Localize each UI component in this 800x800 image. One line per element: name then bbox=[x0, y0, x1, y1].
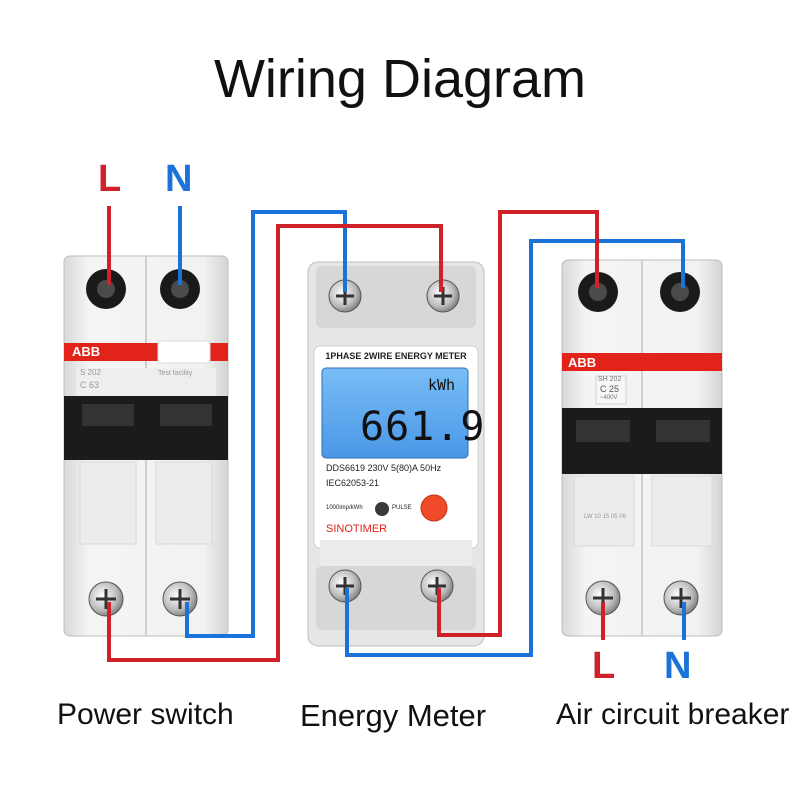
toggle-lever[interactable] bbox=[82, 404, 134, 426]
air-circuit-breaker-caption: Air circuit breaker bbox=[556, 698, 790, 731]
meter-reading: 661.9 bbox=[360, 404, 486, 450]
switch-to-meter-live bbox=[107, 224, 443, 662]
energy-meter-caption: Energy Meter bbox=[300, 698, 487, 733]
meter-to-breaker-neutral bbox=[345, 239, 685, 657]
rating-label-area bbox=[76, 368, 216, 396]
energy-meter bbox=[307, 261, 485, 647]
meter-button[interactable] bbox=[420, 494, 448, 522]
pulse-led bbox=[375, 502, 389, 516]
input-neutral-label: N bbox=[165, 158, 193, 200]
rating-label-area bbox=[595, 375, 627, 405]
terminal-screw bbox=[171, 280, 189, 298]
meter-spec-line1: DDS6619 230V 5(80)A 50Hz bbox=[326, 463, 442, 473]
label-window bbox=[157, 340, 211, 364]
abb-band bbox=[562, 353, 722, 371]
lower-panel bbox=[155, 461, 213, 545]
meter-unit: kWh bbox=[428, 376, 456, 394]
power-switch bbox=[63, 255, 229, 637]
input-live-label: L bbox=[98, 158, 122, 200]
lower-panel bbox=[651, 475, 713, 547]
screw-slot bbox=[96, 589, 116, 609]
terminal-screw bbox=[589, 283, 607, 301]
power-switch-test-label: Test facility bbox=[158, 370, 193, 377]
lower-panel bbox=[573, 475, 635, 547]
breaker-rating: C 25 bbox=[600, 384, 620, 394]
breaker-code: LW 10 15 05 06 bbox=[584, 514, 626, 520]
meter-to-breaker-live bbox=[437, 210, 599, 637]
meter-header: 1PHASE 2WIRE ENERGY METER bbox=[325, 351, 467, 361]
diagram-title: Wiring Diagram bbox=[213, 49, 587, 109]
power-switch-brand: ABB bbox=[72, 344, 101, 359]
terminal-screw bbox=[671, 283, 689, 301]
toggle-lever[interactable] bbox=[160, 404, 212, 426]
power-switch-caption: Power switch bbox=[57, 698, 234, 731]
breaker-brand: ABB bbox=[568, 355, 597, 370]
meter-brand: SINOTIMER bbox=[326, 523, 388, 535]
meter-impulse: 1000imp/kWh bbox=[326, 505, 363, 511]
power-switch-model: S 202 bbox=[80, 368, 101, 377]
meter-spec-line2: IEC62053-21 bbox=[326, 478, 380, 488]
lcd-display bbox=[321, 367, 469, 459]
toggle-lever[interactable] bbox=[576, 420, 630, 442]
power-switch-rating: C 63 bbox=[80, 380, 100, 390]
toggle-lever[interactable] bbox=[656, 420, 710, 442]
wiring bbox=[107, 206, 686, 662]
breaker-model: SH 202 bbox=[598, 376, 622, 383]
breaker-voltage: ~400V bbox=[600, 395, 618, 401]
screw-slot bbox=[170, 589, 190, 609]
output-live-label: L bbox=[592, 645, 616, 687]
terminal-screw bbox=[97, 280, 115, 298]
din-clip bbox=[320, 540, 472, 566]
screw-slot bbox=[671, 588, 691, 608]
air-circuit-breaker bbox=[561, 259, 723, 637]
lower-panel bbox=[79, 461, 137, 545]
output-neutral-label: N bbox=[664, 645, 692, 687]
meter-pulse-label: PULSE bbox=[392, 505, 412, 511]
